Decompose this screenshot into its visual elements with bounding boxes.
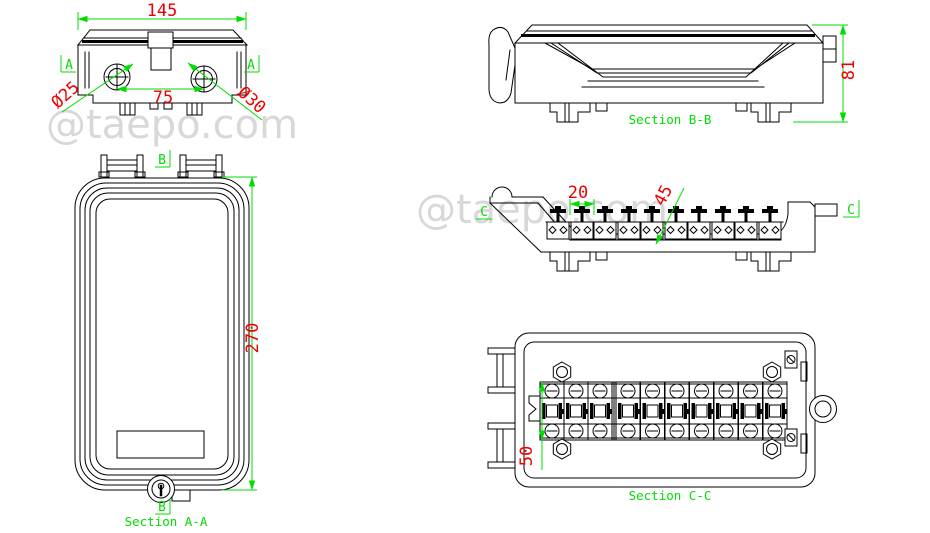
front-view: B B 270 Section A-A [74, 150, 263, 529]
watermark-text: @taepo.com [46, 102, 298, 148]
section-marker-b-top: B [155, 150, 171, 168]
latch-dome [491, 186, 513, 198]
dim-50-text: 50 [517, 446, 537, 466]
dim-81-text: 81 [839, 60, 859, 80]
dim-hole-spacing: 75 [116, 85, 205, 108]
dim-block-height: 50 [517, 381, 546, 470]
hex-nut-icon [552, 438, 572, 460]
marker-a-text: A [247, 58, 255, 73]
hinge-top [487, 347, 516, 394]
dim-145-text: 145 [147, 1, 178, 21]
side-ring [809, 395, 837, 423]
marker-a-text: A [65, 58, 73, 73]
lock [147, 475, 191, 503]
section-cc-label: Section C-C [629, 488, 712, 503]
small-screw-icon [784, 428, 798, 447]
latch-hook [488, 26, 516, 104]
marker-c-text: C [480, 205, 488, 220]
section-marker-a-left: A [60, 55, 76, 73]
dim-20-text: 20 [568, 183, 588, 203]
section-bb-label: Section B-B [629, 112, 712, 127]
section-marker-c-left: C [476, 205, 492, 220]
hex-nut-icon [762, 438, 782, 460]
section-cc-view: 50 Section C-C [487, 332, 837, 503]
cable-clip [147, 31, 174, 49]
dim-height: 270 [222, 176, 263, 491]
hex-nut-icon [552, 361, 572, 383]
hinge-left [98, 154, 146, 178]
section-aa-label: Section A-A [125, 514, 208, 529]
section-marker-a-right: A [244, 55, 260, 73]
dim-pitch: 20 [568, 183, 595, 215]
section-marker-b-bottom: B [155, 498, 171, 515]
small-screw-icon [784, 350, 798, 369]
screw-right-icon [190, 65, 218, 93]
left-notch [528, 395, 541, 422]
label-plate [116, 430, 205, 459]
marker-c-text: C [847, 203, 855, 218]
dim-270-text: 270 [243, 323, 263, 354]
dim-bb-height: 81 [793, 24, 859, 123]
marker-b-text: B [158, 153, 166, 168]
section-bb-view: 81 Section B-B [488, 24, 859, 127]
screw-left-icon [103, 63, 131, 91]
dim-width: 145 [77, 1, 247, 30]
hinge-right [177, 154, 225, 178]
hinge-bottom [487, 422, 516, 469]
dim-75-text: 75 [153, 88, 173, 108]
hex-nut-icon [762, 361, 782, 383]
marker-b-text: B [158, 500, 166, 515]
terminal-block [539, 381, 788, 441]
section-marker-c-right: C [843, 200, 860, 218]
